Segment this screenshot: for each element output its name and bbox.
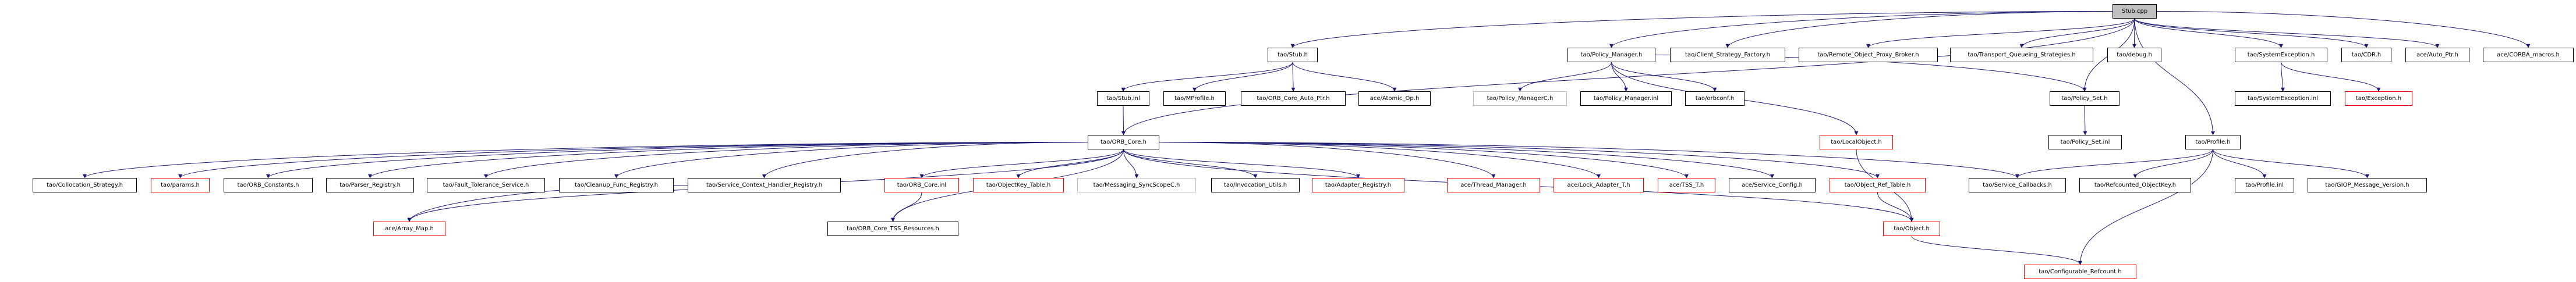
node-remote-object-proxy-broker[interactable]: tao/Remote_Object_Proxy_Broker.h [1799, 48, 1938, 62]
node-debug-h[interactable]: tao/debug.h [2107, 48, 2161, 62]
node-auto-ptr-h[interactable]: ace/Auto_Ptr.h [2405, 48, 2469, 62]
edge-orb-core-h-to-objectkey-table [1016, 149, 1124, 179]
edge-policy-manager-h-to-policy-managerc [1518, 62, 1612, 92]
edge-orb-core-h-to-messaging-syncscope [1123, 149, 1139, 179]
node-cleanup-func[interactable]: tao/Cleanup_Func_Registry.h [559, 178, 674, 192]
node-policy-manager-inl[interactable]: tao/Policy_Manager.inl [1580, 91, 1672, 106]
node-orb-core-h[interactable]: tao/ORB_Core.h [1088, 135, 1159, 149]
node-service-config[interactable]: ace/Service_Config.h [1729, 178, 1816, 192]
edge-stub-h-to-atomic-op [1292, 62, 1397, 92]
node-stub-cpp: Stub.cpp [2113, 4, 2157, 19]
node-thread-manager[interactable]: ace/Thread_Manager.h [1447, 178, 1540, 192]
node-policy-manager-h[interactable]: tao/Policy_Manager.h [1567, 48, 1655, 62]
edge-stub-cpp-to-system-exception-h [2134, 18, 2283, 48]
edge-orb-core-h-to-thread-manager [1159, 142, 1496, 179]
node-policy-set-inl[interactable]: tao/Policy_Set.inl [2048, 135, 2122, 149]
edge-stub-cpp-to-profile-h [2134, 18, 2215, 135]
edge-stub-h-to-mprofile [1193, 62, 1293, 92]
node-fault-tolerance[interactable]: tao/Fault_Tolerance_Service.h [427, 178, 545, 192]
edge-stub-cpp-to-auto-ptr-h [2134, 18, 2440, 48]
edge-stub-cpp-to-cdr-h [2134, 18, 2369, 48]
node-exception-h[interactable]: tao/Exception.h [2345, 91, 2412, 106]
node-object-h[interactable]: tao/Object.h [1883, 222, 1940, 236]
edge-stub-cpp-to-stub-h [1290, 11, 2113, 48]
edge-system-exception-h-to-system-exception-inl [2280, 62, 2285, 92]
edge-orb-core-h-to-tss-t [1159, 142, 1689, 179]
edge-orb-core-h-to-invocation-utils [1123, 149, 1258, 179]
node-cdr-h[interactable]: tao/CDR.h [2341, 48, 2391, 62]
node-transport-queueing[interactable]: tao/Transport_Queueing_Strategies.h [1950, 48, 2093, 62]
node-client-strategy-factory[interactable]: tao/Client_Strategy_Factory.h [1670, 48, 1785, 62]
node-orbconf[interactable]: tao/orbconf.h [1685, 91, 1745, 106]
edge-orb-core-h-to-params [178, 142, 1088, 179]
edge-stub-inl-to-orb-core-h [1121, 105, 1126, 135]
node-corba-macros[interactable]: ace/CORBA_macros.h [2483, 48, 2574, 62]
edge-stub-cpp-to-client-strategy-factory [1725, 11, 2113, 48]
edge-orb-core-h-to-lock-adapter [1159, 142, 1601, 179]
node-mprofile[interactable]: tao/MProfile.h [1163, 91, 1226, 106]
node-adapter-registry[interactable]: tao/Adapter_Registry.h [1312, 178, 1404, 192]
edge-stub-cpp-to-orb-core-h [1121, 18, 2135, 135]
node-system-exception-h[interactable]: tao/SystemException.h [2235, 48, 2327, 62]
edge-object-ref-table-to-object-h [1877, 192, 1914, 222]
node-profile-h[interactable]: tao/Profile.h [2185, 135, 2241, 149]
node-orb-core-tss[interactable]: tao/ORB_Core_TSS_Resources.h [827, 222, 958, 236]
node-messaging-syncscope[interactable]: tao/Messaging_SyncScopeC.h [1077, 178, 1196, 192]
node-service-context-handler[interactable]: tao/Service_Context_Handler_Registry.h [688, 178, 841, 192]
node-stub-h[interactable]: tao/Stub.h [1268, 48, 1318, 62]
edge-orb-core-h-to-adapter-registry [1123, 149, 1360, 179]
edge-stub-h-to-stub-inl [1121, 62, 1293, 92]
node-refcounted-objectkey[interactable]: tao/Refcounted_ObjectKey.h [2079, 178, 2191, 192]
node-array-map[interactable]: ace/Array_Map.h [373, 222, 445, 236]
edge-orb-core-h-to-object-ref-table [1159, 142, 1880, 179]
node-profile-inl[interactable]: tao/Profile.inl [2235, 178, 2294, 192]
edge-profile-h-to-refcounted-objectkey [2133, 149, 2213, 179]
node-giop-message-version[interactable]: tao/GIOP_Message_Version.h [2308, 178, 2427, 192]
node-system-exception-inl[interactable]: tao/SystemException.inl [2235, 91, 2331, 106]
edge-profile-h-to-service-callbacks [2015, 149, 2213, 179]
node-parser-registry[interactable]: tao/Parser_Registry.h [326, 178, 414, 192]
edge-orb-core-h-to-fault-tolerance [484, 142, 1088, 179]
node-object-ref-table[interactable]: tao/Object_Ref_Table.h [1830, 178, 1926, 192]
node-orb-core-auto-ptr[interactable]: tao/ORB_Core_Auto_Ptr.h [1241, 91, 1346, 106]
edge-orb-core-inl-to-orb-core-tss [891, 192, 922, 222]
edge-orb-core-h-to-service-callbacks [1159, 142, 2019, 179]
node-service-callbacks[interactable]: tao/Service_Callbacks.h [1969, 178, 2066, 192]
node-objectkey-table[interactable]: tao/ObjectKey_Table.h [973, 178, 1064, 192]
edge-orb-core-h-to-orb-constants [266, 142, 1088, 179]
edge-orb-core-h-to-orb-core-inl [919, 149, 1124, 179]
edge-stub-cpp-to-transport-queueing [2019, 18, 2135, 48]
edge-profile-h-to-giop-message-version [2213, 149, 2369, 179]
node-local-object[interactable]: tao/LocalObject.h [1820, 135, 1893, 149]
edge-orb-core-h-to-cleanup-func [614, 142, 1088, 179]
edge-stub-cpp-to-remote-object-proxy-broker [1866, 18, 2135, 48]
edge-stub-cpp-to-corba-macros [2156, 11, 2531, 48]
edge-object-h-to-configurable-refcount [1911, 235, 2082, 265]
node-stub-inl[interactable]: tao/Stub.inl [1097, 91, 1149, 106]
edge-profile-h-to-profile-inl [2213, 149, 2267, 179]
node-atomic-op[interactable]: ace/Atomic_Op.h [1358, 91, 1431, 106]
node-invocation-utils[interactable]: tao/Invocation_Utils.h [1211, 178, 1300, 192]
edge-stub-cpp-to-policy-manager-h [1609, 11, 2113, 48]
node-policy-managerc[interactable]: tao/Policy_ManagerC.h [1473, 91, 1567, 106]
edge-policy-manager-h-to-orbconf [1611, 62, 1717, 92]
node-tss-t[interactable]: ace/TSS_T.h [1658, 178, 1715, 192]
edge-orb-core-h-to-service-config [1159, 142, 1774, 179]
edge-policy-manager-h-to-policy-manager-inl [1611, 62, 1628, 92]
node-lock-adapter[interactable]: ace/Lock_Adapter_T.h [1554, 178, 1644, 192]
node-orb-constants[interactable]: tao/ORB_Constants.h [224, 178, 313, 192]
edge-system-exception-h-to-exception-h [2281, 62, 2381, 92]
edge-orb-core-h-to-parser-registry [368, 142, 1088, 179]
node-configurable-refcount[interactable]: tao/Configurable_Refcount.h [2024, 265, 2136, 279]
node-policy-set-h[interactable]: tao/Policy_Set.h [2050, 91, 2119, 106]
node-orb-core-inl[interactable]: tao/ORB_Core.inl [884, 178, 959, 192]
edge-orb-core-h-to-service-context-handler [762, 142, 1088, 179]
node-params[interactable]: tao/params.h [151, 178, 210, 192]
edge-profile-h-to-configurable-refcount [2078, 149, 2213, 265]
node-collocation-strategy[interactable]: tao/Collocation_Strategy.h [33, 178, 137, 192]
